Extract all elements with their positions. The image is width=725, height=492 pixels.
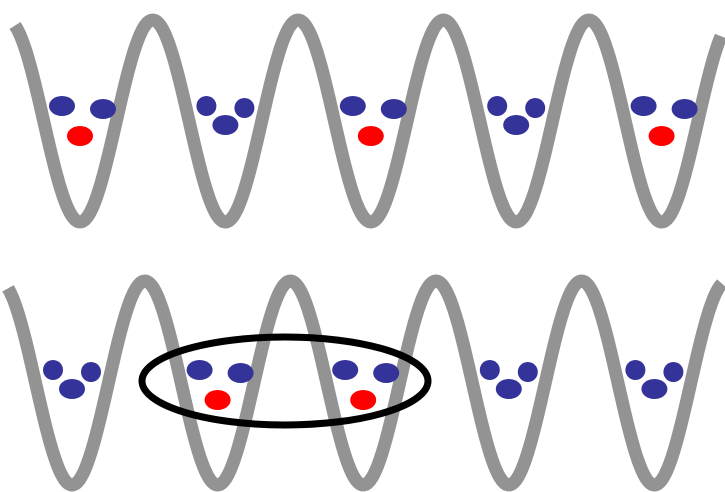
blue-particle: [496, 379, 522, 399]
blue-particle: [518, 362, 538, 382]
blue-particle: [487, 96, 507, 116]
red-particle: [649, 126, 675, 146]
red-particle: [350, 390, 376, 410]
blue-particle: [503, 115, 529, 135]
red-particle: [205, 390, 231, 410]
blue-particle: [340, 96, 366, 116]
blue-particle: [525, 98, 545, 118]
blue-particle: [234, 98, 254, 118]
blue-particle: [641, 379, 667, 399]
blue-particle: [373, 363, 399, 383]
blue-particle: [90, 99, 116, 119]
blue-particle: [625, 360, 645, 380]
blue-particle: [59, 379, 85, 399]
blue-particle: [663, 362, 683, 382]
blue-particle: [672, 99, 698, 119]
blue-particle: [212, 115, 238, 135]
blue-particle: [381, 99, 407, 119]
blue-particle: [228, 363, 254, 383]
blue-particle: [196, 96, 216, 116]
blue-particle: [480, 360, 500, 380]
blue-particle: [332, 360, 358, 380]
blue-particle: [631, 96, 657, 116]
blue-particle: [49, 96, 75, 116]
blue-particle: [81, 362, 101, 382]
red-particle: [67, 126, 93, 146]
blue-particle: [187, 360, 213, 380]
red-particle: [358, 126, 384, 146]
blue-particle: [43, 360, 63, 380]
